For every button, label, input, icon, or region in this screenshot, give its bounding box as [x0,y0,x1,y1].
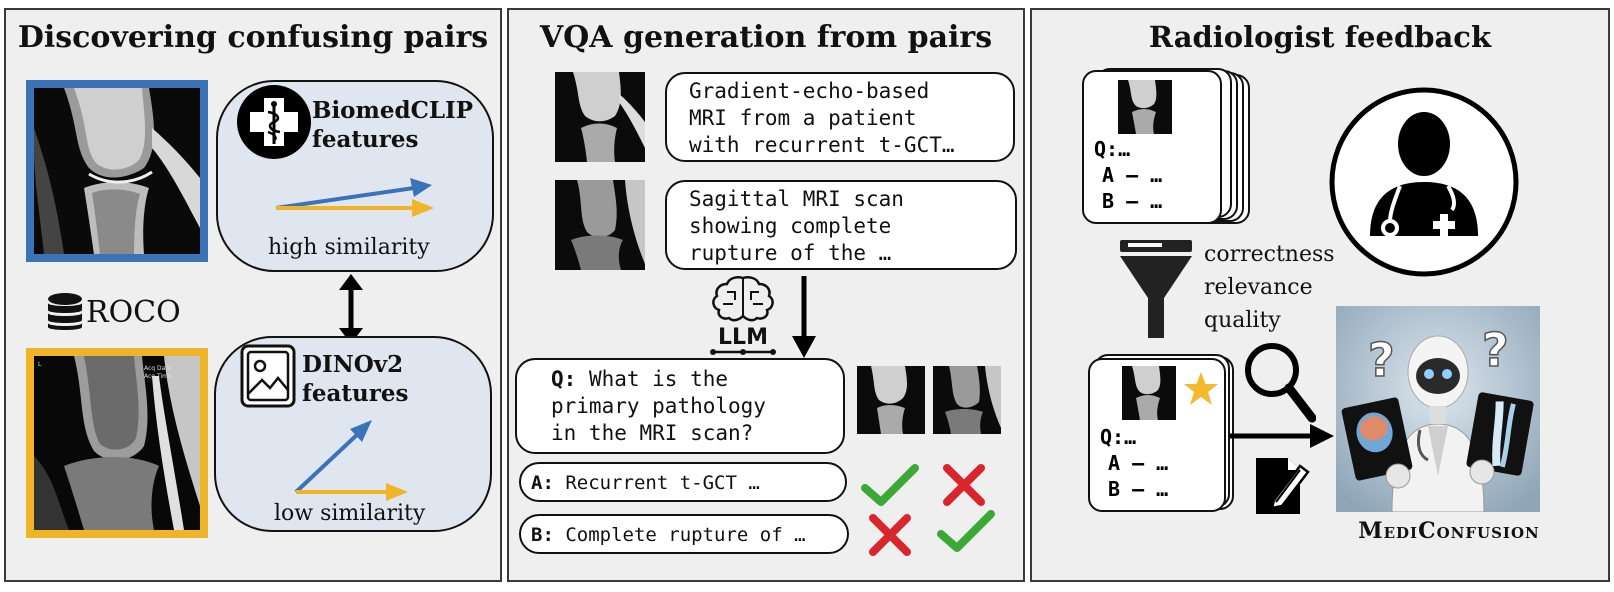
answer-b-prefix: B: [531,524,554,546]
answer-a-box: A: Recurrent t-GCT … [519,462,847,502]
question-thumbnail-1 [857,366,925,434]
panel-title: VQA generation from pairs [539,20,993,55]
mri-image-frame-yellow: Acq Date Acq Time L [26,348,208,538]
dissimilar-vectors-icon [294,420,408,501]
mri-thumbnail-1 [555,72,645,162]
cross-icon [943,464,985,506]
panel-radiologist-feedback: Radiologist feedback Q:… A – … B – … [1030,8,1610,582]
panel-discovering-pairs: Discovering confusing pairs B [4,8,502,582]
edit-document-icon [1256,458,1310,514]
panel-title: Radiologist feedback [1148,20,1492,54]
answer-a-prefix: A: [531,472,554,494]
vqa-card-top: Q:… A – … B – … [1082,70,1222,224]
answer-b-box: B: Complete rupture of … [519,514,849,554]
low-similarity-label: low similarity [274,501,426,526]
question-prefix: Q: [551,367,577,391]
panel-title: Discovering confusing pairs [17,20,489,55]
biomedclip-label: BiomedCLIP features [312,97,474,153]
card-text: Q:… A – … B – … [1094,137,1163,213]
caption-box-1: Gradient-echo-based MRI from a patient w… [665,72,1015,162]
llm-label: LLM [718,325,768,350]
card-text: Q:… A – … B – … [1100,425,1169,501]
svg-text:L: L [38,361,42,368]
cross-icon [869,514,911,556]
question-thumbnail-2 [933,366,1001,434]
high-similarity-label: high similarity [268,235,430,260]
question-line-1: What is the [588,367,729,391]
criterion-relevance: relevance [1204,275,1313,300]
criterion-correctness: correctness [1204,242,1335,267]
svg-text:?: ? [1482,323,1509,377]
criteria-list: correctness relevance quality [1204,238,1335,337]
answer-a-text: Recurrent t-GCT … [565,472,760,494]
vqa-card-approved: Q:… A – … B – … [1088,358,1226,512]
check-icon [861,464,919,506]
mri-image-knee-1 [34,88,200,254]
image-icon [240,344,296,408]
mri-image-knee-2: Acq Date Acq Time L [34,356,200,530]
mri-thumbnail-2 [555,180,645,270]
medical-cross-icon [236,84,312,160]
right-arrow-icon [1230,424,1334,448]
doctor-icon [1328,86,1520,278]
roco-label: ROCO [86,295,181,330]
card-thumbnail [1122,366,1176,420]
panel-vqa-generation: VQA generation from pairs Gradient-echo-… [507,8,1025,582]
double-arrow-icon [339,274,363,344]
svg-text:Acq Time: Acq Time [144,373,172,380]
check-icon [937,510,995,552]
database-icon [46,292,84,332]
question-box: Q: What is the primary pathology in the … [515,358,845,454]
star-icon [1184,372,1218,405]
mri-image-frame-blue [26,80,208,262]
card-thumbnail [1118,80,1172,134]
criterion-quality: quality [1204,308,1281,333]
down-arrow-icon [792,276,816,358]
dinov2-label: DINOv2 features [302,351,409,407]
magnifier-icon [1245,343,1316,423]
svg-text:Acq Date: Acq Date [144,365,172,372]
answer-b-text: Complete rupture of … [565,524,806,546]
similar-vectors-icon [275,178,434,217]
caption-box-2: Sagittal MRI scan showing complete ruptu… [665,180,1017,270]
filter-funnel-icon [1118,238,1194,342]
brain-llm-icon: LLM [707,274,779,356]
robot-doctor-image: ? ? [1336,306,1540,512]
question-line-3: in the MRI scan? [551,421,754,445]
mediconfusion-brand: MediConfusion [1358,518,1540,544]
svg-text:?: ? [1368,333,1395,387]
question-line-2: primary pathology [551,394,766,418]
